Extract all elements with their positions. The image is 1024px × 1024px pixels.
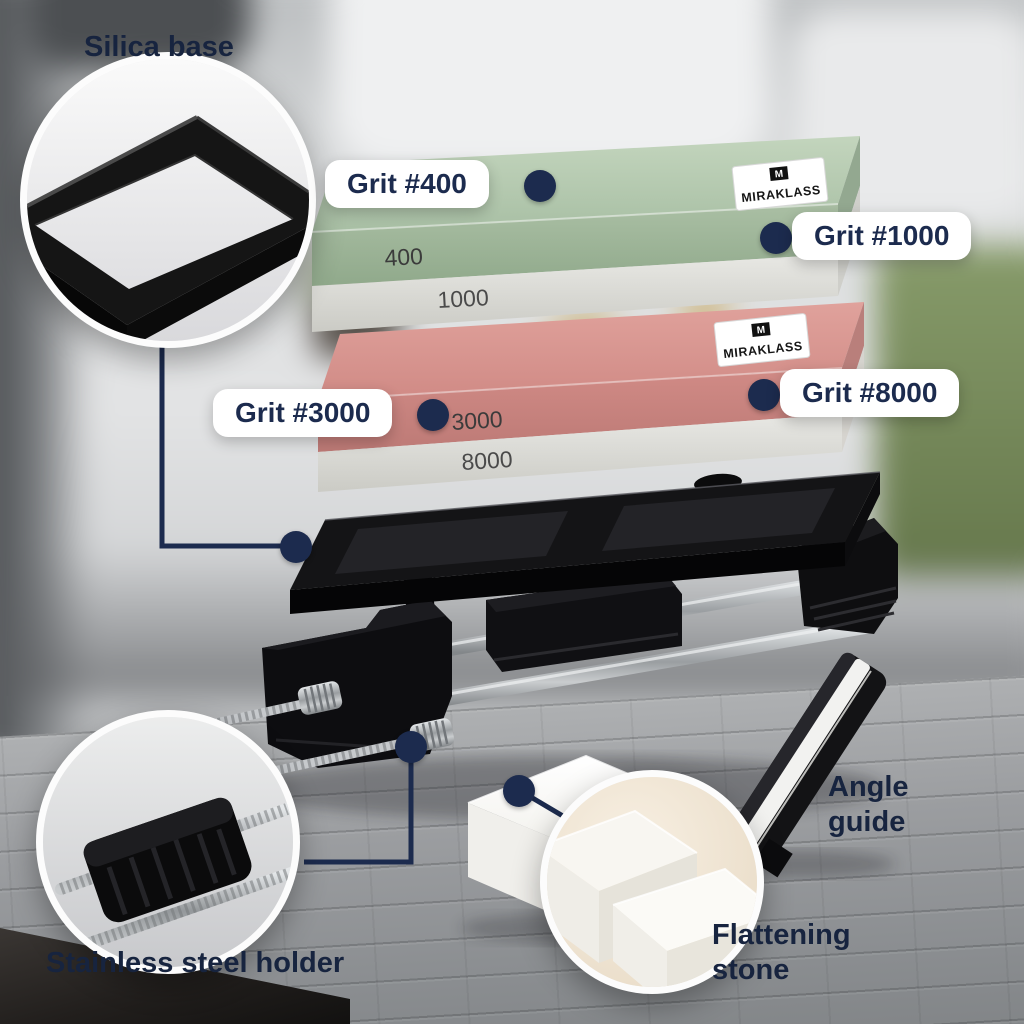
background-cabinet [330,0,770,170]
brand-logo-pink-stone: M MIRAKLASS [713,313,811,367]
angle-guide [724,652,887,878]
grit-400-dot [524,170,556,202]
flattening-stone-inset [540,770,764,994]
grit-400-marking: 400 [384,243,424,271]
silica-base-closeup [27,115,309,341]
svg-text:M: M [756,325,765,337]
silica-base-frame [290,471,881,614]
stainless-steel-holder-label: Stainless steel holder [46,947,345,979]
grit-3000-dot [417,399,449,431]
silica-base-label: Silica base [84,31,234,63]
holder-callout-line [304,746,414,865]
flattening-stone-label: Flattening stone [712,919,851,986]
grit-1000-marking: 1000 [437,284,490,313]
brand-logo-green-stone: M MIRAKLASS [731,157,829,211]
grit-8000-marking: 8000 [461,446,514,475]
whetstone-3000-8000: 3000 8000 M MIRAKLASS [317,302,864,492]
silica-base-anchor-dot [280,531,312,563]
grit-3000-label: Grit #3000 [213,389,393,437]
silica-base-inset [20,52,316,348]
grit-3000-marking: 3000 [451,406,504,435]
whetstone-400-1000: 400 1000 M MIRAKLASS [311,136,860,332]
holder-anchor-dot [395,731,427,763]
grit-1000-dot [760,222,792,254]
grit-8000-label: Grit #8000 [780,369,960,417]
grit-1000-label: Grit #1000 [792,212,972,260]
silica-base-callout-line [159,346,290,549]
holder-inset [36,710,300,974]
clamp-foot-closeup [55,797,293,955]
svg-text:M: M [774,169,783,181]
grit-8000-dot [748,379,780,411]
angle-guide-label: Angle guide [828,771,909,838]
flattening-anchor-dot [503,775,535,807]
grit-400-label: Grit #400 [325,160,489,208]
